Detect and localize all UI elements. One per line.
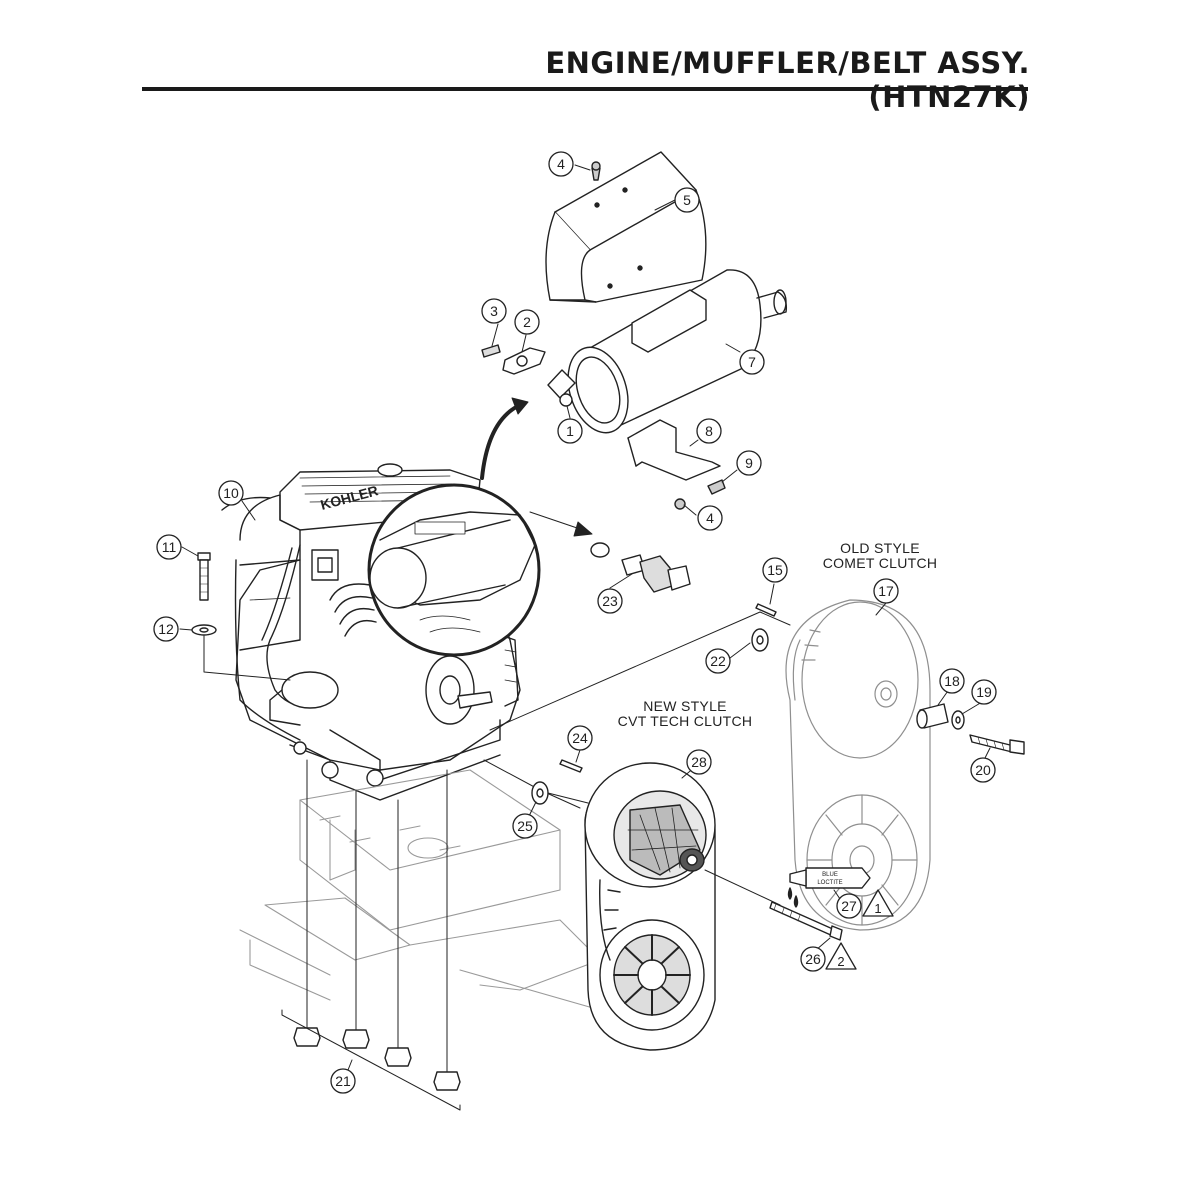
callout-20 — [970, 757, 996, 783]
callout-11 — [156, 534, 182, 560]
callout-number: 12 — [158, 621, 174, 637]
callout-number: 7 — [748, 354, 756, 370]
callout-number: 19 — [976, 684, 992, 700]
page-title: ENGINE/MUFFLER/BELT ASSY. (HTN27K) — [545, 46, 1030, 114]
callout-number: 3 — [490, 303, 498, 319]
callout-bubbles — [153, 151, 997, 1094]
old-style-label: OLD STYLE COMET CLUTCH — [800, 541, 960, 571]
callout-26 — [800, 946, 826, 972]
gasket — [502, 347, 546, 375]
shaft-leader-old — [489, 611, 791, 731]
callout-25 — [512, 813, 538, 839]
callout-number: 21 — [335, 1073, 351, 1089]
fastener-leaders — [306, 759, 448, 1076]
callout-23 — [597, 588, 623, 614]
callout-number: 8 — [705, 423, 713, 439]
clutch-washer — [951, 710, 965, 730]
comet-clutch — [785, 599, 931, 931]
nut-callout-bracket — [281, 1009, 461, 1111]
callout-18 — [939, 668, 965, 694]
callout-24 — [567, 725, 593, 751]
old-style-key — [755, 603, 777, 617]
callout-9 — [736, 450, 762, 476]
callout-7 — [739, 349, 765, 375]
stud — [481, 344, 501, 358]
clutch-long-bolt — [704, 869, 843, 941]
note-number: 2 — [837, 954, 844, 969]
callout-15 — [762, 557, 788, 583]
callout-3 — [481, 298, 507, 324]
new-style-label: NEW STYLE CVT TECH CLUTCH — [600, 699, 770, 729]
old-style-line-1: OLD STYLE — [840, 540, 920, 556]
mounting-frame — [239, 769, 601, 1011]
callout-number: 23 — [602, 593, 618, 609]
callout-1 — [557, 418, 583, 444]
callout-number: 2 — [523, 314, 531, 330]
callout-number: 5 — [683, 192, 691, 208]
callout-number: 9 — [745, 455, 753, 471]
callout-number: 11 — [162, 539, 177, 555]
callout-number: 27 — [841, 898, 857, 914]
muffler — [547, 269, 788, 434]
shaft-leader-new — [483, 759, 581, 809]
muffler-bracket — [627, 419, 721, 481]
callout-number: 20 — [975, 762, 991, 778]
callout-number: 24 — [572, 730, 588, 746]
note-triangle-2 — [825, 942, 857, 970]
loctite-label-1: BLUE — [822, 872, 838, 878]
oil-sensor — [590, 542, 691, 593]
clutch-bolt — [969, 734, 1025, 755]
callout-number: 17 — [878, 583, 894, 599]
callout-2 — [514, 309, 540, 335]
callout-5 — [674, 187, 700, 213]
callout-number: 4 — [706, 510, 714, 526]
detail-arrow — [480, 403, 522, 480]
callout-4a — [548, 151, 574, 177]
new-style-key — [559, 759, 583, 773]
new-style-line-1: NEW STYLE — [643, 698, 727, 714]
callout-number: 1 — [566, 423, 574, 439]
loctite-tube — [787, 867, 871, 908]
callout-12 — [153, 616, 179, 642]
callout-4b — [697, 505, 723, 531]
callout-number: 22 — [710, 653, 726, 669]
note-triangle-1 — [862, 889, 894, 917]
new-style-line-2: CVT TECH CLUTCH — [617, 713, 753, 729]
note-number: 1 — [874, 901, 881, 916]
callout-8 — [696, 418, 722, 444]
heat-shield — [545, 151, 707, 303]
note-triangles — [825, 889, 894, 970]
callout-27 — [836, 893, 862, 919]
callout-number: 10 — [223, 485, 239, 501]
callout-19 — [971, 679, 997, 705]
callout-number: 18 — [944, 673, 960, 689]
callout-numbers: 4 5 3 2 7 1 8 9 4 10 11 12 23 15 17 22 1… — [158, 156, 992, 1089]
screw-top — [591, 161, 601, 181]
callout-number: 15 — [767, 562, 783, 578]
lock-nuts — [293, 1027, 461, 1091]
callout-number: 26 — [805, 951, 821, 967]
callout-leaders — [179, 164, 991, 951]
loctite-label-2: LOCTITE — [817, 880, 842, 886]
callout-17 — [873, 578, 899, 604]
callout-10 — [218, 480, 244, 506]
cvt-tech-clutch — [584, 762, 716, 1051]
callout-number: 28 — [691, 754, 707, 770]
callout-28 — [686, 749, 712, 775]
callout-22 — [705, 648, 731, 674]
mount-bolt — [197, 552, 211, 601]
bracket-bolt — [707, 479, 726, 495]
title-rule — [142, 87, 1028, 91]
callout-number: 4 — [557, 156, 565, 172]
callout-21 — [330, 1068, 356, 1094]
bracket-screw — [674, 498, 686, 510]
clutch-spacer — [916, 703, 949, 729]
new-style-washer — [531, 781, 549, 805]
old-style-washer — [751, 628, 769, 652]
detail-magnifier — [367, 483, 541, 657]
old-style-line-2: COMET CLUTCH — [822, 555, 938, 571]
callout-number: 25 — [517, 818, 533, 834]
mount-washer — [191, 624, 217, 636]
